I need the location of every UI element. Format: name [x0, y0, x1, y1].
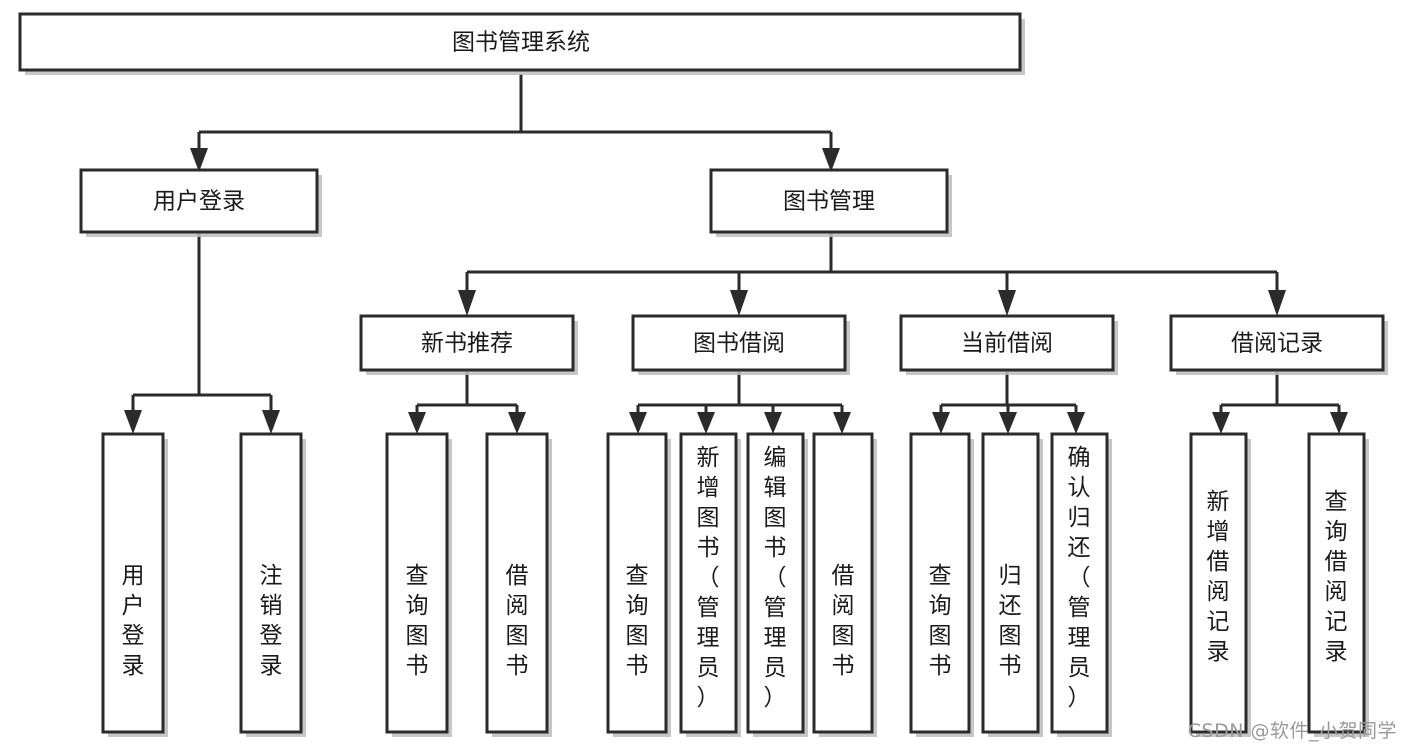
- node-leaf-query-book-3[interactable]: 查询图书: [909, 432, 974, 737]
- node-book-management-box[interactable]: [709, 168, 949, 234]
- arrow-head-leaf-add-record: [1212, 412, 1230, 434]
- node-book-borrow-box[interactable]: [631, 314, 847, 372]
- node-current-borrow-label: 当前借阅: [961, 331, 1053, 357]
- node-book-management[interactable]: 图书管理: [709, 168, 952, 237]
- arrow-head-leaf-borrow-book-2: [833, 412, 851, 434]
- leaf-add-book-box[interactable]: [679, 432, 738, 734]
- node-book-management-label: 图书管理: [783, 189, 875, 215]
- node-user-login-box[interactable]: [79, 168, 319, 234]
- leaf-query-record-label: 查询借阅记录: [1325, 489, 1348, 665]
- connector-group-book-management: [458, 232, 1286, 316]
- node-borrow-record-label: 借阅记录: [1231, 331, 1323, 357]
- node-leaf-query-book-2[interactable]: 查询图书: [606, 432, 671, 737]
- node-root-box[interactable]: [18, 12, 1022, 72]
- arrow-head-new-book-recommend: [458, 290, 476, 316]
- node-leaf-return-book[interactable]: 归还图书: [981, 432, 1043, 737]
- arrow-head-leaf-add-book: [697, 412, 715, 434]
- node-leaf-query-record[interactable]: 查询借阅记录: [1307, 432, 1369, 737]
- arrow-head-current-borrow: [998, 290, 1016, 316]
- leaf-add-record-box[interactable]: [1189, 432, 1248, 734]
- arrow-head-leaf-query-book-2: [629, 412, 647, 434]
- leaf-query-book-3-label: 查询图书: [929, 563, 952, 679]
- node-leaf-user-login[interactable]: 用户登录: [101, 432, 168, 737]
- node-new-book-recommend-box[interactable]: [359, 314, 575, 372]
- node-user-login[interactable]: 用户登录: [79, 168, 322, 237]
- leaf-edit-book-box[interactable]: [746, 432, 805, 734]
- leaf-borrow-book-2-box[interactable]: [812, 432, 874, 734]
- arrow-head-leaf-query-book-3: [932, 412, 950, 434]
- leaf-borrow-book-1-box[interactable]: [485, 432, 549, 734]
- node-leaf-borrow-book-1[interactable]: 借阅图书: [485, 432, 552, 737]
- leaf-confirm-return-label: 确认归还（管理员）: [1068, 445, 1091, 711]
- leaf-borrow-book-1-label: 借阅图书: [506, 563, 529, 679]
- arrow-head-book-borrow: [730, 290, 748, 316]
- arrow-head-user-login: [190, 148, 208, 172]
- node-book-borrow[interactable]: 图书借阅: [631, 314, 850, 375]
- arrow-head-borrow-record: [1268, 290, 1286, 316]
- leaf-add-record-label: 新增借阅记录: [1207, 489, 1230, 665]
- connector-group-current-borrow: [932, 372, 1085, 434]
- arrow-head-leaf-query-record: [1330, 412, 1348, 434]
- leaf-borrow-book-2-label: 借阅图书: [832, 563, 855, 679]
- leaf-return-book-box[interactable]: [981, 432, 1040, 734]
- node-leaf-add-book[interactable]: 新增图书（管理员）: [679, 432, 741, 737]
- node-leaf-user-logout[interactable]: 注销登录: [239, 432, 306, 737]
- node-current-borrow-box[interactable]: [899, 314, 1115, 372]
- leaf-edit-book-label: 编辑图书（管理员）: [764, 445, 787, 711]
- leaf-return-book-label: 归还图书: [999, 563, 1022, 679]
- node-book-borrow-label: 图书借阅: [693, 331, 785, 357]
- node-borrow-record-box[interactable]: [1169, 314, 1385, 372]
- leaf-query-book-2-box[interactable]: [606, 432, 668, 734]
- node-user-login-label: 用户登录: [153, 189, 245, 215]
- arrow-head-leaf-borrow-book-1: [508, 412, 526, 434]
- arrow-head-leaf-user-logout: [262, 410, 280, 434]
- arrow-head-leaf-return-book: [999, 412, 1017, 434]
- leaf-query-book-1-label: 查询图书: [406, 563, 429, 679]
- arrow-head-leaf-confirm-return: [1067, 412, 1085, 434]
- leaf-query-book-1-box[interactable]: [385, 432, 449, 734]
- leaf-query-record-box[interactable]: [1307, 432, 1366, 734]
- node-borrow-record[interactable]: 借阅记录: [1169, 314, 1388, 375]
- node-leaf-add-record[interactable]: 新增借阅记录: [1189, 432, 1251, 737]
- leaf-add-book-label: 新增图书（管理员）: [697, 445, 720, 711]
- connector-group-new-book-recommend: [408, 372, 526, 434]
- node-new-book-recommend-label: 新书推荐: [421, 331, 513, 357]
- arrow-head-leaf-query-book-1: [408, 412, 426, 434]
- leaf-user-login-box[interactable]: [101, 432, 165, 734]
- node-leaf-confirm-return[interactable]: 确认归还（管理员）: [1050, 432, 1112, 737]
- node-current-borrow[interactable]: 当前借阅: [899, 314, 1118, 375]
- leaf-user-logout-box[interactable]: [239, 432, 303, 734]
- arrow-head-leaf-edit-book: [764, 412, 782, 434]
- connector-group-borrow-record: [1212, 372, 1348, 434]
- arrow-head-book-management: [822, 148, 840, 172]
- connector-group-user-login: [124, 232, 280, 434]
- leaf-user-login-label: 用户登录: [122, 563, 145, 679]
- node-new-book-recommend[interactable]: 新书推荐: [359, 314, 578, 375]
- node-root[interactable]: 图书管理系统: [18, 12, 1025, 75]
- connector-group-book-borrow: [629, 372, 851, 434]
- node-leaf-borrow-book-2[interactable]: 借阅图书: [812, 432, 877, 737]
- node-root-label: 图书管理系统: [452, 30, 590, 56]
- leaf-confirm-return-box[interactable]: [1050, 432, 1109, 734]
- connector-group-root: [190, 74, 840, 172]
- leaf-query-book-3-box[interactable]: [909, 432, 971, 734]
- leaf-query-book-2-label: 查询图书: [626, 563, 649, 679]
- arrow-head-leaf-user-login: [124, 410, 142, 434]
- node-leaf-query-book-1[interactable]: 查询图书: [385, 432, 452, 737]
- leaf-user-logout-label: 注销登录: [260, 563, 283, 679]
- node-leaf-edit-book[interactable]: 编辑图书（管理员）: [746, 432, 808, 737]
